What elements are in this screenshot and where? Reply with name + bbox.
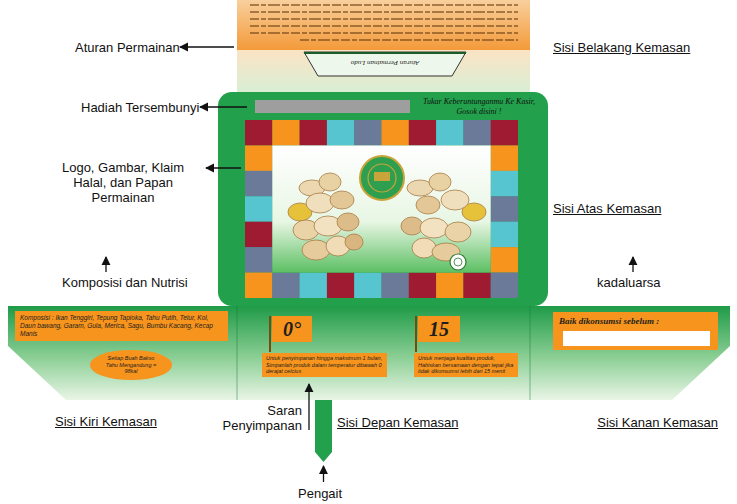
panel-text: Setiap Buah Bakso Tahu Mengandung = 98ka… xyxy=(103,355,159,375)
brand-logo xyxy=(360,156,404,200)
leader-arrow xyxy=(206,167,241,168)
callout-label: kadaluarsa xyxy=(597,275,661,290)
side-name: Sisi Kiri Kemasan xyxy=(55,414,157,429)
date-field xyxy=(563,331,710,346)
hanger-tab xyxy=(315,400,332,462)
halal-logo xyxy=(450,254,466,270)
leader-arrow xyxy=(632,257,633,272)
top-panel-note: Tukar Keberuntunganmu Ke Kasir, Gosok di… xyxy=(218,92,548,306)
panel-text: Untuk menjaga kualitas produk, Habiskan … xyxy=(418,355,514,375)
callout-label: Logo, Gambar, Klaim Halal, dan Papan Per… xyxy=(48,160,198,205)
panel-text: Untuk penyimpanan hingga maksimum 1 bula… xyxy=(266,355,383,375)
callout-label: Hadiah Tersembunyi xyxy=(81,100,199,115)
side-panels xyxy=(8,306,730,462)
game-board xyxy=(245,120,518,298)
callout-label: Aturan Permainan xyxy=(75,40,180,55)
side-name: Sisi Depan Kemasan xyxy=(337,415,458,430)
scratch-area xyxy=(255,100,410,113)
top-panel xyxy=(218,92,548,306)
back-panel xyxy=(237,0,530,93)
panel-text: Tukar Keberuntunganmu Ke Kasir, Gosok di… xyxy=(422,97,536,117)
callout-label: Pengait xyxy=(298,486,342,501)
callout-label: Komposisi dan Nutrisi xyxy=(62,275,188,290)
panel-text: 15 xyxy=(420,317,458,341)
expiry-box: Baik dikonsumsi sebelum : xyxy=(553,312,718,350)
storage-note: Untuk penyimpanan hingga maksimum 1 bula… xyxy=(262,353,387,377)
panel-text: Komposisi : Ikan Tenggiri, Tepung Tapiok… xyxy=(20,314,223,338)
temperature-flag: 0° xyxy=(272,316,312,342)
leader-arrow xyxy=(180,46,234,47)
rules-heading-tab: Aturan Permainan Ludo xyxy=(330,57,440,69)
calorie-cloud: Setiap Buah Bakso Tahu Mengandung = 98ka… xyxy=(90,350,172,380)
leader-arrow xyxy=(200,106,247,107)
storage-note: Untuk menjaga kualitas produk, Habiskan … xyxy=(414,353,518,377)
flag-pole xyxy=(415,316,417,352)
panel-text: Baik dikonsumsi sebelum : xyxy=(559,316,714,327)
flag-pole xyxy=(269,316,271,352)
side-name: Sisi Belakang Kemasan xyxy=(553,40,690,55)
leader-arrow xyxy=(308,384,309,430)
leader-arrow xyxy=(105,257,106,272)
side-name: Sisi Atas Kemasan xyxy=(553,201,661,216)
callout-label: Saran Penyimpanan xyxy=(216,403,302,433)
panel-text: 0° xyxy=(274,317,310,341)
side-name: Sisi Kanan Kemasan xyxy=(597,415,718,430)
time-flag: 15 xyxy=(418,316,460,342)
leader-arrow xyxy=(323,466,324,482)
panel-text: Aturan Permainan Ludo xyxy=(332,59,438,67)
ingredients-box: Komposisi : Ikan Tenggiri, Tepung Tapiok… xyxy=(15,311,228,341)
